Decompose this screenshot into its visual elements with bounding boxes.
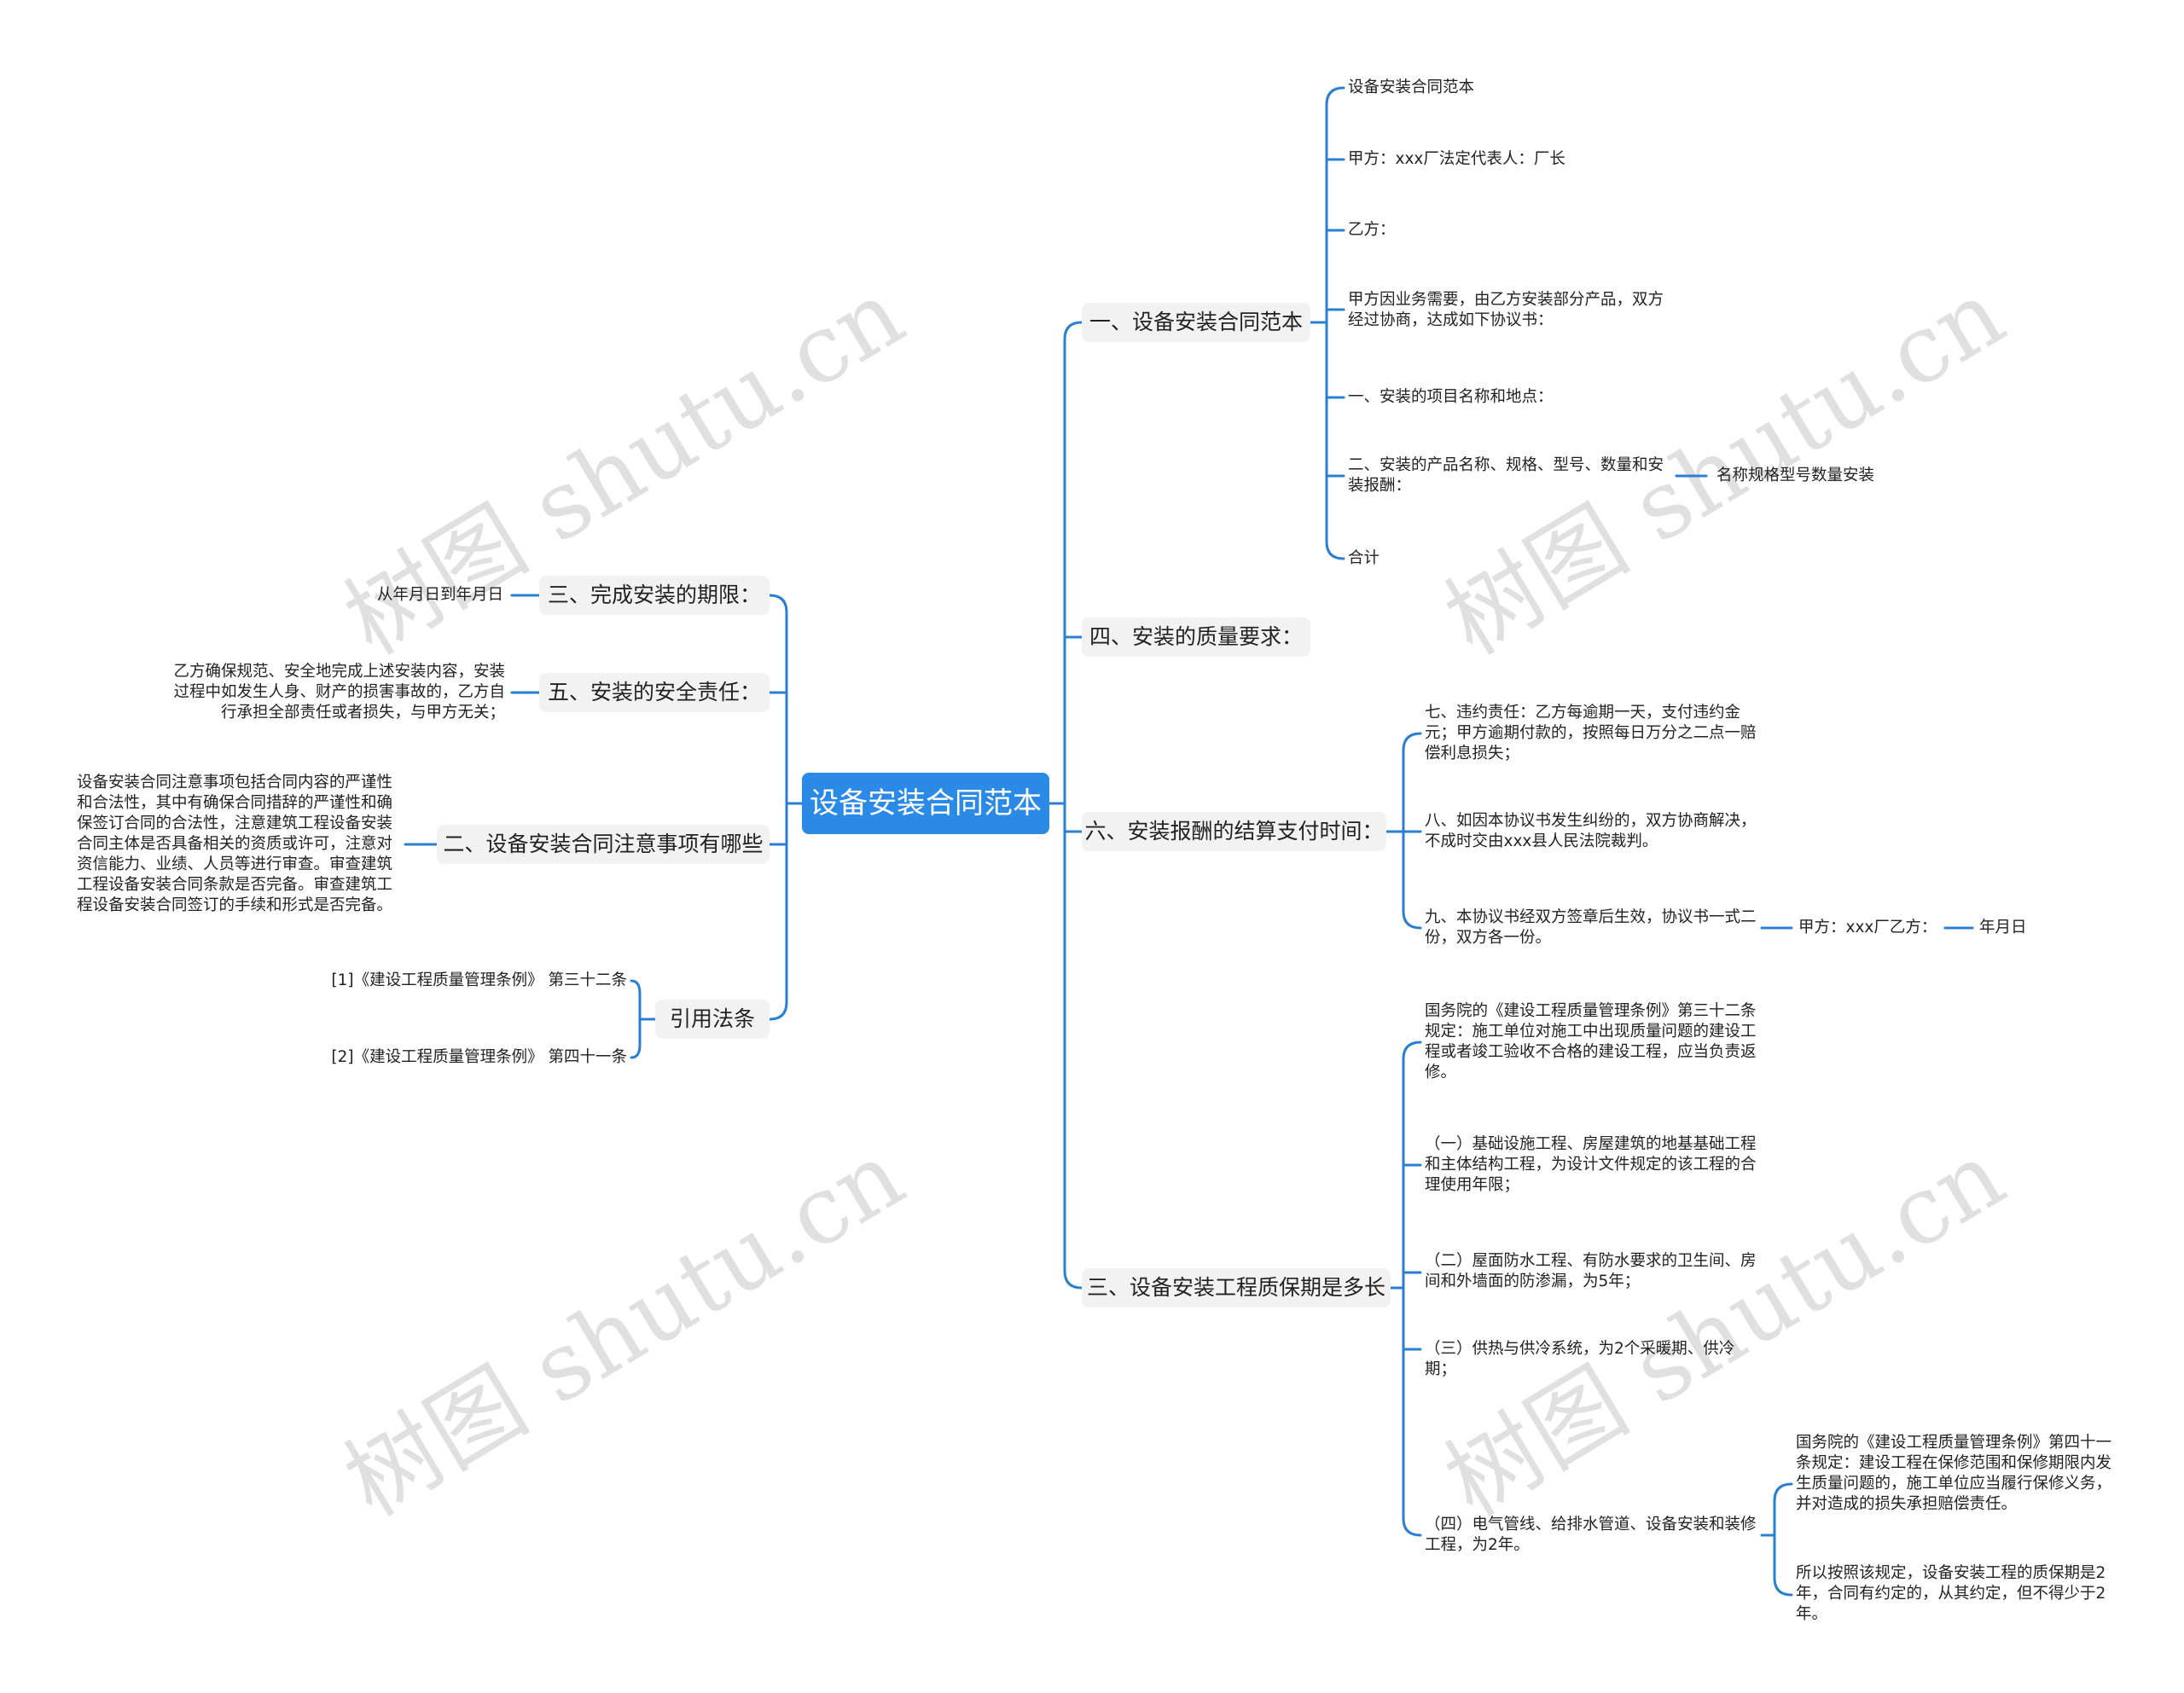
leaf-b4-5-sub2: 所以按照该规定，设备安装工程的质保期是2年，合同有约定的，从其约定，但不得少于2… (1796, 1564, 2106, 1623)
branch-warranty-period[interactable]: 三、设备安装工程质保期是多长 (1082, 1268, 1391, 1307)
leaf-b3-3-sub2: 年月日 (1979, 919, 2027, 936)
branch-install-deadline[interactable]: 三、完成安装的期限： (539, 576, 770, 615)
leaf-b3-3: 九、本协议书经双方签章后生效，协议书一式二份，双方各一份。 (1425, 908, 1757, 947)
leaf-b1-6: 二、安装的产品名称、规格、型号、数量和安装报酬： (1348, 456, 1664, 495)
leaf-b4-4: （三）供热与供冷系统，为2个采暖期、供冷期； (1425, 1340, 1735, 1378)
leaf-b1-7: 合计 (1348, 549, 1380, 567)
leaf-law-1: [1]《建设工程质量管理条例》 第三十二条 (331, 971, 627, 989)
root-node[interactable]: 设备安装合同范本 (802, 773, 1049, 834)
leaf-b3-1: 七、违约责任：乙方每逾期一天，支付违约金元；甲方逾期付款的，按照每日万分之二点一… (1425, 704, 1757, 762)
leaf-b1-1: 设备安装合同范本 (1348, 78, 1475, 96)
leaf-b4-5: （四）电气管线、给排水管道、设备安装和装修工程，为2年。 (1425, 1516, 1757, 1554)
leaf-b4-2: （一）基础设施工程、房屋建筑的地基基础工程和主体结构工程，为设计文件规定的该工程… (1425, 1135, 1757, 1194)
leaf-b4-5-sub1: 国务院的《建设工程质量管理条例》第四十一条规定：建设工程在保修范围和保修期限内发… (1796, 1434, 2112, 1513)
branch-quality-requirements[interactable]: 四、安装的质量要求： (1082, 617, 1310, 657)
leaf-b4-1: 国务院的《建设工程质量管理条例》第三十二条规定：施工单位对施工中出现质量问题的建… (1425, 1002, 1757, 1081)
leaf-b1-2: 甲方：xxx厂法定代表人：厂长 (1348, 150, 1565, 168)
leaf-b1-4: 甲方因业务需要，由乙方安装部分产品，双方经过协商，达成如下协议书： (1348, 291, 1664, 329)
leaf-b3-3-sub1: 甲方：xxx厂乙方： (1798, 919, 1937, 936)
branch-contract-notes[interactable]: 二、设备安装合同注意事项有哪些 (437, 825, 770, 864)
leaf-b1-5: 一、安装的项目名称和地点： (1348, 388, 1554, 406)
leaf-b1-3: 乙方： (1348, 221, 1396, 239)
leaf-law-2: [2]《建设工程质量管理条例》 第四十一条 (331, 1048, 627, 1066)
leaf-b3-2: 八、如因本协议书发生纠纷的，双方协商解决，不成时交由xxx县人民法院裁判。 (1425, 812, 1757, 850)
leaf-b1-6-sub: 名称规格型号数量安装 (1716, 467, 1875, 484)
branch-contract-template[interactable]: 一、设备安装合同范本 (1082, 303, 1310, 342)
leaf-deadline: 从年月日到年月日 (376, 586, 503, 604)
leaf-notes: 设备安装合同注意事项包括合同内容的严谨性和合法性，其中有确保合同措辞的严谨性和确… (77, 774, 393, 914)
branch-safety-responsibility[interactable]: 五、安装的安全责任： (539, 673, 770, 712)
branch-payment-time[interactable]: 六、安装报酬的结算支付时间： (1082, 812, 1386, 851)
leaf-safety: 乙方确保规范、安全地完成上述安装内容，安装过程中如发生人身、财产的损害事故的，乙… (173, 663, 505, 722)
branch-cited-laws[interactable]: 引用法条 (655, 1000, 770, 1039)
leaf-b4-3: （二）屋面防水工程、有防水要求的卫生间、房间和外墙面的防渗漏，为5年； (1425, 1252, 1757, 1290)
